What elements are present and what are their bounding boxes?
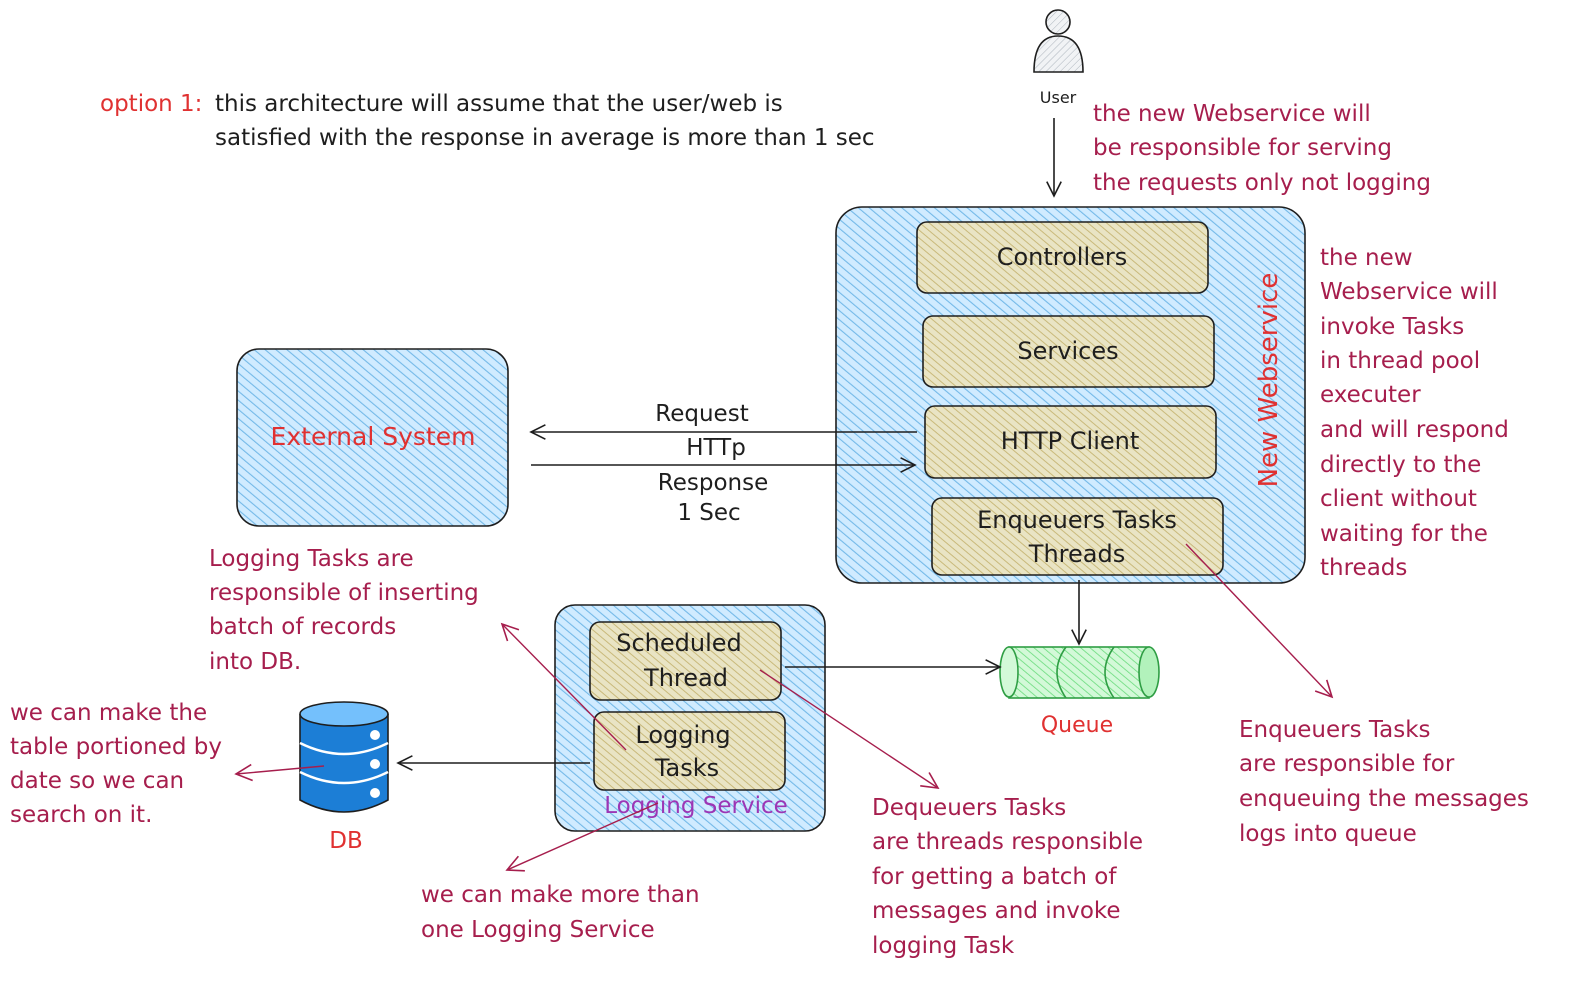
- note-tasks-line: in thread pool: [1320, 348, 1480, 374]
- enqueuers-note-arrow: [1185, 543, 1334, 699]
- note-more-logging: we can make more than one Logging Servic…: [421, 882, 700, 943]
- note-tasks-line: executer: [1320, 382, 1421, 408]
- note-tasks-line: client without: [1320, 486, 1477, 512]
- scheduled-thread-box: [589, 621, 782, 701]
- note-more-logging-line: we can make more than: [421, 882, 700, 908]
- note-logging-line: batch of records: [209, 614, 396, 640]
- note-enqueuers-line: logs into queue: [1239, 821, 1417, 847]
- note-serving-line: the new Webservice will: [1093, 101, 1371, 127]
- logging-service-title: Logging Service: [604, 793, 788, 819]
- queue-label: Queue: [1041, 713, 1113, 738]
- queue-icon: [999, 646, 1160, 699]
- note-tasks-line: Webservice will: [1320, 279, 1498, 305]
- note-partition-line: table portioned by: [10, 734, 222, 760]
- note-partition-line: we can make the: [10, 700, 207, 726]
- option-label: option 1:: [100, 91, 202, 117]
- partition-note-arrow: [234, 763, 325, 782]
- scheduled-thread-line: Thread: [643, 664, 728, 692]
- note-tasks-line: directly to the: [1320, 452, 1481, 478]
- option-line-1: this architecture will assume that the u…: [215, 91, 783, 117]
- note-dequeuers-line: for getting a batch of: [872, 864, 1117, 890]
- request-label: Request: [655, 401, 748, 427]
- note-dequeuers-line: are threads responsible: [872, 829, 1143, 855]
- note-logging-line: into DB.: [209, 649, 301, 675]
- enqueuers-threads-line: Enqueuers Tasks: [977, 506, 1177, 534]
- note-dequeuers-line: Dequeuers Tasks: [872, 795, 1066, 821]
- note-tasks-line: and will respond: [1320, 417, 1509, 443]
- logging-tasks-box: [593, 711, 786, 791]
- note-partition-line: search on it.: [10, 802, 152, 828]
- note-tasks-line: waiting for the: [1320, 521, 1488, 547]
- http-protocol-label: HTTp: [686, 435, 746, 461]
- user-icon: [1033, 9, 1084, 73]
- dequeuers-note-arrow: [759, 669, 940, 789]
- logging-tasks-line: Tasks: [654, 754, 719, 782]
- http-client-layer: [924, 405, 1217, 479]
- note-table-partition: we can make the table portioned by date …: [10, 700, 222, 828]
- services-label: Services: [1017, 337, 1118, 365]
- note-tasks-line: invoke Tasks: [1320, 314, 1464, 340]
- logging-note-arrow: [500, 622, 627, 751]
- latency-label: 1 Sec: [677, 500, 740, 526]
- note-tasks-line: the new: [1320, 245, 1413, 271]
- note-dequeuers: Dequeuers Tasks are threads responsible …: [872, 795, 1143, 959]
- note-logging-line: Logging Tasks are: [209, 546, 414, 572]
- note-enqueuers: Enqueuers Tasks are responsible for enqu…: [1239, 717, 1529, 847]
- webservice-title: New Webservice: [1254, 273, 1284, 488]
- user-label: User: [1040, 88, 1077, 107]
- note-enqueuers-line: Enqueuers Tasks: [1239, 717, 1431, 743]
- note-logging-tasks: Logging Tasks are responsible of inserti…: [209, 546, 479, 675]
- note-enqueuers-line: enqueuing the messages: [1239, 786, 1529, 812]
- note-webservice-serving: the new Webservice will be responsible f…: [1093, 101, 1431, 196]
- logging-tasks-line: Logging: [635, 721, 730, 749]
- http-client-label: HTTP Client: [1001, 427, 1140, 455]
- note-dequeuers-line: messages and invoke: [872, 898, 1121, 924]
- scheduled-thread-line: Scheduled: [616, 629, 742, 657]
- services-layer: [922, 315, 1215, 388]
- note-webservice-tasks: the new Webservice will invoke Tasks in …: [1320, 245, 1509, 581]
- database-icon: [299, 701, 389, 813]
- note-serving-line: be responsible for serving: [1093, 135, 1392, 161]
- response-label: Response: [658, 470, 768, 496]
- note-enqueuers-line: are responsible for: [1239, 751, 1455, 777]
- controllers-layer: [916, 221, 1209, 294]
- option-line-2: satisfied with the response in average i…: [215, 125, 875, 151]
- more-logging-note-arrow: [505, 802, 659, 872]
- controllers-label: Controllers: [997, 243, 1128, 271]
- enqueuers-threads-line: Threads: [1028, 540, 1125, 568]
- note-partition-line: date so we can: [10, 768, 184, 794]
- enqueuers-threads-box: [931, 497, 1224, 576]
- note-tasks-line: threads: [1320, 555, 1407, 581]
- db-label: DB: [329, 828, 363, 854]
- note-logging-line: responsible of inserting: [209, 580, 479, 606]
- note-dequeuers-line: logging Task: [872, 933, 1015, 959]
- note-serving-line: the requests only not logging: [1093, 170, 1431, 196]
- note-more-logging-line: one Logging Service: [421, 917, 655, 943]
- webservice-container: [835, 206, 1306, 584]
- external-system-box: [236, 348, 509, 527]
- external-system-label: External System: [271, 422, 476, 451]
